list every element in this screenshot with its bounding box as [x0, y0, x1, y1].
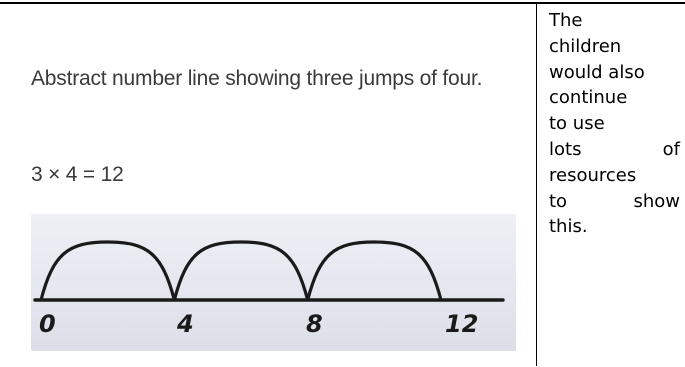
note-line: continue [549, 87, 628, 109]
multiplication-equation: 3 × 4 = 12 [31, 163, 124, 186]
note-line: The [549, 10, 583, 31]
note-line: children [549, 35, 622, 57]
left-cell: Abstract number line showing three jumps… [0, 4, 536, 366]
number-line-label: 12 [445, 310, 478, 338]
number-line-photo: 0 4 8 12 [31, 214, 516, 351]
jump-arc [172, 240, 310, 302]
jump-arc [306, 240, 443, 302]
jump-arc [39, 240, 176, 302]
note-line: to use [549, 113, 605, 135]
right-cell-note: The children would also continue to use … [549, 8, 680, 240]
number-line-label: 4 [176, 310, 194, 338]
number-line-label: 0 [39, 310, 56, 338]
note-line: this. [549, 216, 588, 238]
table-top-border [0, 2, 685, 4]
number-line-description: Abstract number line showing three jumps… [31, 67, 483, 90]
number-line-label: 8 [306, 310, 323, 338]
column-divider [536, 2, 537, 366]
note-line: resources [549, 164, 637, 186]
note-line: would also [549, 61, 645, 83]
number-line-drawing: 0 4 8 12 [33, 240, 505, 338]
